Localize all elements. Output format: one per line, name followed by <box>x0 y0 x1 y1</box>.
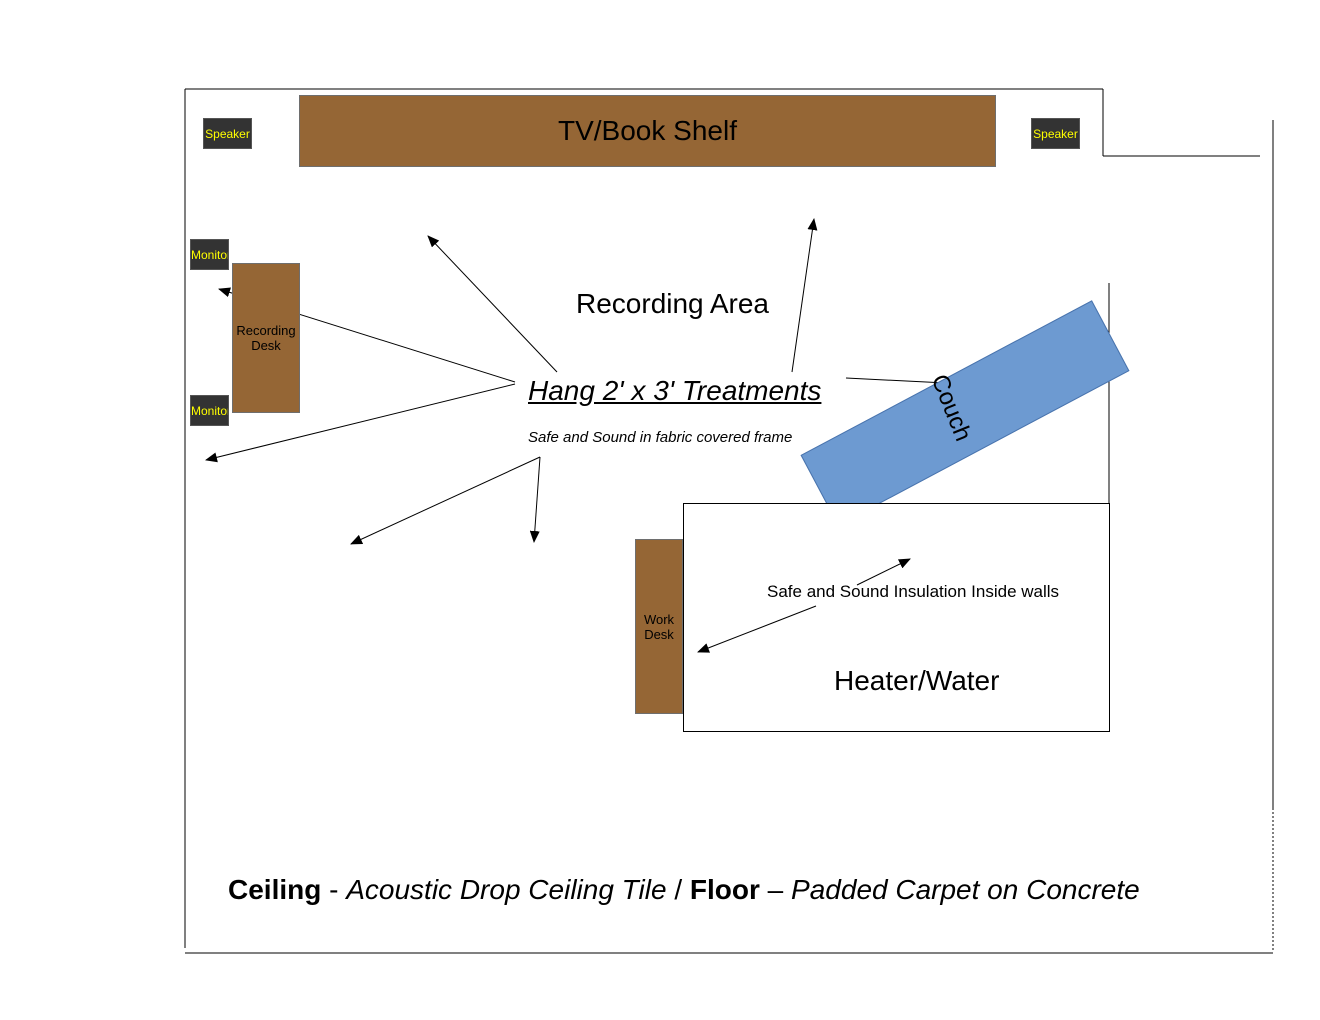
tv-book-shelf: TV/Book Shelf <box>299 95 996 167</box>
work-desk-label: Work Desk <box>643 611 675 642</box>
recording-desk-label: Recording Desk <box>236 323 296 353</box>
ceiling-label: Ceiling <box>228 874 322 905</box>
speaker-right: Speaker <box>1031 118 1080 149</box>
footer-sep-2: / <box>666 874 690 905</box>
footer-sep-1: - <box>321 874 347 905</box>
tv-shelf-label: TV/Book Shelf <box>558 115 737 146</box>
heater-water-label: Heater/Water <box>834 665 1000 696</box>
treatments-subtitle: Safe and Sound in fabric covered frame <box>528 429 793 446</box>
footer-caption: Ceiling - Acoustic Drop Ceiling Tile / F… <box>228 874 1140 906</box>
walls <box>184 88 1274 954</box>
work-desk: Work Desk <box>635 539 683 714</box>
ceiling-value: Acoustic Drop Ceiling Tile <box>346 874 667 905</box>
floor-label: Floor <box>689 874 760 905</box>
recording-desk: Recording Desk <box>232 263 300 413</box>
speaker-left: Speaker <box>203 118 252 149</box>
insulation-label: Safe and Sound Insulation Inside walls <box>767 582 1060 601</box>
monitor-top: Monitor <box>190 239 229 270</box>
heater-room <box>683 503 1110 732</box>
monitor-bottom: Monitor <box>190 395 229 426</box>
recording-area-label: Recording Area <box>576 288 770 319</box>
treatments-title: Hang 2' x 3' Treatments <box>528 375 822 406</box>
floor-value: Padded Carpet on Concrete <box>791 874 1140 905</box>
footer-sep-3: – <box>759 874 792 905</box>
